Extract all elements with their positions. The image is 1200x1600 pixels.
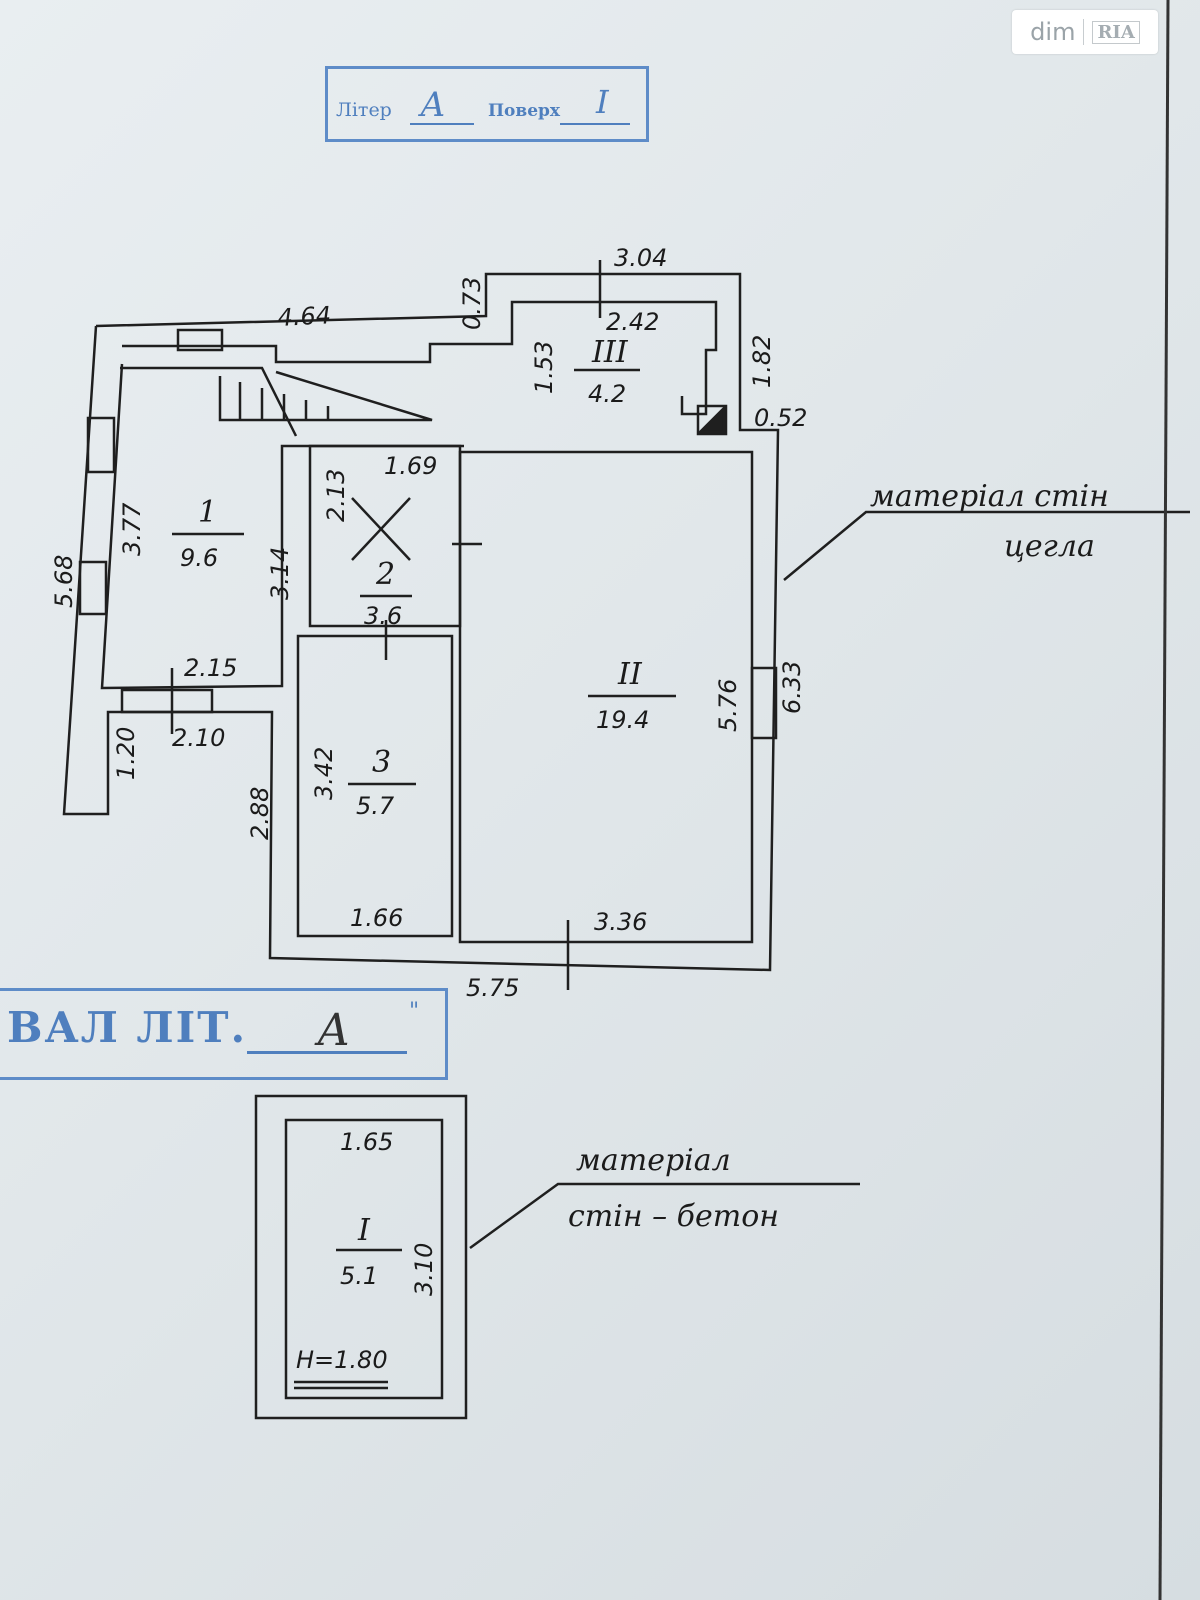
leader-house-walls <box>783 510 1190 581</box>
liter-floor-stamp: Літер А Поверх І <box>325 66 649 142</box>
window-left-2 <box>78 560 108 616</box>
room-3-area: 5.7 <box>356 792 395 820</box>
page-edge-line <box>1158 0 1170 1600</box>
house-walls-material-line1: матеріал стін <box>870 479 1109 514</box>
dim-1-65: 1.65 <box>340 1128 393 1156</box>
dim-2-88: 2.88 <box>246 787 274 840</box>
dim-2-13: 2.13 <box>322 469 350 522</box>
dim-1-82: 1.82 <box>748 335 776 388</box>
dim-6-33: 6.33 <box>778 661 806 714</box>
floor-label: Поверх <box>488 101 561 121</box>
dim-2-15: 2.15 <box>184 654 237 682</box>
cellar-outer-wall <box>254 1094 468 1420</box>
dimension-labels: 4.64 0.73 3.04 2.42 1.53 1.82 0.52 1.69 … <box>50 244 807 1374</box>
room-1-area: 9.6 <box>180 544 218 572</box>
dim-1-66: 1.66 <box>350 904 403 932</box>
dim-0-52: 0.52 <box>754 404 807 432</box>
room-labels: 1 9.6 2 3.6 3 5.7 ІІ 19.4 ІІІ 4.2 І 5.1 <box>180 335 649 1290</box>
dim-5-68: 5.68 <box>50 555 78 608</box>
cellar-stamp-quote: " <box>409 999 420 1024</box>
room-3-outline <box>296 634 454 938</box>
liter-underline <box>410 123 474 125</box>
cellar-walls-material-line2: стін – бетон <box>568 1199 779 1234</box>
cellar-room-area: 5.1 <box>340 1262 378 1290</box>
dim-3-04: 3.04 <box>614 244 667 272</box>
material-annotations: матеріал стін цегла матеріал стін – бето… <box>568 479 1109 1234</box>
floor-underline <box>560 123 630 125</box>
leader-cellar-walls <box>469 1182 860 1250</box>
dim-3-14: 3.14 <box>266 547 294 600</box>
room-iii-number: ІІІ <box>591 335 629 370</box>
cellar-room-number: І <box>357 1213 371 1248</box>
room-2-arrow <box>351 497 411 561</box>
dim-5-76: 5.76 <box>714 679 742 732</box>
liter-value: А <box>420 85 446 125</box>
dim-3-36: 3.36 <box>594 908 647 936</box>
room-2-number: 2 <box>375 557 395 592</box>
dim-3-77: 3.77 <box>118 502 146 556</box>
room-ii-area: 19.4 <box>596 706 649 734</box>
room-2-area: 3.6 <box>364 602 402 630</box>
dim-1-20: 1.20 <box>112 727 140 780</box>
cellar-stamp-letter: А <box>317 1005 351 1056</box>
house-outer-wall <box>62 272 780 972</box>
watermark-sub-brand: RIA <box>1092 20 1140 44</box>
house-walls-material-line2: цегла <box>1004 529 1095 564</box>
dim-1-53: 1.53 <box>530 341 558 394</box>
chimney-box <box>696 404 728 436</box>
liter-label: Літер <box>336 99 392 121</box>
cellar-stamp-label: ВАЛ ЛІТ. <box>7 1003 248 1052</box>
floor-value: І <box>596 83 609 121</box>
room-3-number: 3 <box>372 745 391 780</box>
watermark-logo: dim RIA <box>1012 10 1158 54</box>
room-ii-number: ІІ <box>617 657 643 692</box>
house-inner-wall <box>122 300 718 416</box>
cellar-height: Н=1.80 <box>296 1346 388 1374</box>
room-1-number: 1 <box>198 495 217 530</box>
dim-2-10: 2.10 <box>172 724 225 752</box>
room-1-inner-wall <box>120 366 298 437</box>
staircase <box>218 370 433 422</box>
dim-2-42: 2.42 <box>606 308 659 336</box>
window-right <box>750 666 778 740</box>
door-corridor <box>120 688 214 714</box>
dim-4-64: 4.64 <box>277 301 332 332</box>
cellar-liter-stamp: ВАЛ ЛІТ. А " <box>0 988 448 1080</box>
dim-3-42: 3.42 <box>310 747 338 800</box>
room-iii-area: 4.2 <box>588 380 626 408</box>
cellar-walls-material-line1: матеріал <box>576 1143 731 1178</box>
dim-3-10: 3.10 <box>410 1243 438 1296</box>
chimney-fill <box>696 404 726 434</box>
cellar-inner-wall <box>284 1118 444 1400</box>
watermark-brand: dim <box>1030 18 1076 46</box>
dim-0-73: 0.73 <box>458 277 486 330</box>
dim-5-75: 5.75 <box>466 974 519 1002</box>
window-top-left <box>176 328 224 352</box>
window-left-1 <box>86 416 116 474</box>
watermark-divider <box>1083 19 1085 45</box>
cellar-stamp-underline <box>247 1051 407 1054</box>
dim-1-69: 1.69 <box>384 452 437 480</box>
